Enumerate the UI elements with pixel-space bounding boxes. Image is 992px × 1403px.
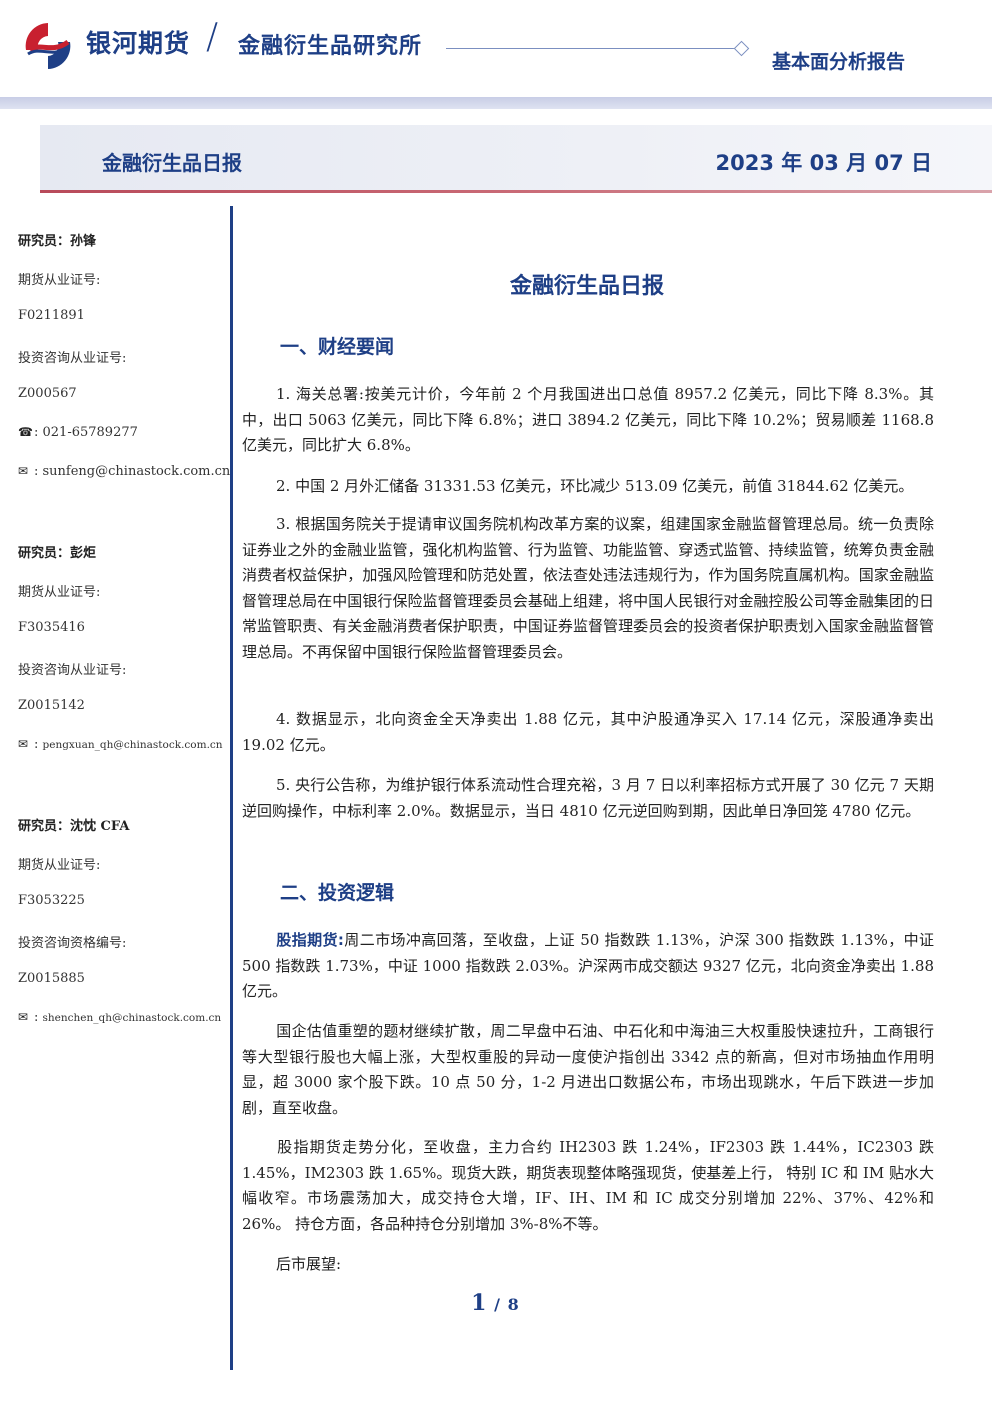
consult-license-number: Z000567	[18, 386, 77, 401]
brand-name: 银河期货	[86, 29, 191, 58]
email-icon: ✉	[18, 1010, 29, 1024]
news-item: 2. 中国 2 月外汇储备 31331.53 亿美元，环比减少 513.09 亿…	[276, 477, 914, 495]
sidebar-divider	[230, 206, 233, 1370]
email-row: ✉: shenchen_qh@chinastock.com.cn	[18, 1010, 222, 1025]
document-title: 金融衍生品日报	[509, 274, 664, 299]
logic-paragraph: 股指期货走势分化，至收盘，主力合约 IH2303 跌 1.24%，IF2303 …	[242, 1138, 934, 1233]
header-slash: /	[206, 16, 219, 57]
futures-license-label: 期货从业证号:	[18, 273, 101, 288]
phone-number: 021-65789277	[42, 425, 138, 440]
report-header: 银河期货 / 金融衍生品研究所 基本面分析报告	[0, 0, 992, 110]
section-heading-logic: 二、投资逻辑	[280, 882, 395, 904]
futures-license-number: F0211891	[18, 308, 85, 323]
futures-license-number: F3053225	[18, 893, 85, 908]
header-rule	[446, 48, 734, 49]
futures-license-label: 期货从业证号:	[18, 585, 101, 600]
consult-license-number: Z0015142	[18, 698, 85, 713]
report-type: 基本面分析报告	[772, 51, 906, 73]
news-item: 4. 数据显示，北向资金全天净卖出 1.88 亿元，其中沪股通净买入 17.14…	[242, 710, 934, 754]
phone-icon: ☎	[18, 425, 33, 439]
title-bar-date: 2023 年 03 月 07 日	[715, 151, 932, 175]
page-indicator: 1 / 8	[450, 1290, 540, 1316]
futures-license-label: 期货从业证号:	[18, 858, 101, 873]
logic-paragraph: 股指期货:周二市场冲高回落，至收盘，上证 50 指数跌 1.13%，沪深 300…	[242, 931, 934, 1001]
consult-license-label: 投资咨询从业证号:	[18, 351, 127, 366]
consult-license-label: 投资咨询资格编号:	[18, 936, 127, 951]
page-separator: /	[494, 1295, 500, 1314]
email-row: ✉: pengxuan_qh@chinastock.com.cn	[18, 737, 223, 752]
page-total: 8	[507, 1295, 519, 1314]
email-link[interactable]: sunfeng@chinastock.com.cn	[42, 464, 231, 479]
news-item: 3. 根据国务院关于提请审议国务院机构改革方案的议案，组建国家金融监督管理总局。…	[242, 515, 934, 661]
title-bar-name: 金融衍生品日报	[102, 151, 242, 175]
futures-license-number: F3035416	[18, 620, 85, 635]
outlook-label: 后市展望:	[276, 1255, 342, 1273]
email-icon: ✉	[18, 464, 29, 478]
news-item: 5. 央行公告称，为维护银行体系流动性合理充裕，3 月 7 日以利率招标方式开展…	[242, 776, 934, 820]
consult-license-number: Z0015885	[18, 971, 85, 986]
logic-paragraph: 国企估值重塑的题材继续扩散，周二早盘中石油、中石化和中海油三大权重股快速拉升，工…	[242, 1022, 934, 1117]
title-bar: 金融衍生品日报 2023 年 03 月 07 日	[40, 125, 992, 193]
page-current: 1	[471, 1290, 487, 1316]
title-bar-accent	[40, 190, 992, 193]
header-band	[0, 97, 992, 109]
diamond-icon	[733, 40, 750, 57]
analyst-name: 研究员：彭炬	[18, 546, 97, 561]
stock-index-futures-label: 股指期货:	[276, 931, 344, 949]
email-link[interactable]: pengxuan_qh@chinastock.com.cn	[42, 739, 223, 751]
phone-row: ☎: 021-65789277	[18, 425, 138, 440]
email-icon: ✉	[18, 737, 29, 751]
news-item: 1. 海关总署:按美元计价，今年前 2 个月我国进出口总值 8957.2 亿美元…	[242, 385, 934, 455]
analyst-name: 研究员：孙锋	[18, 234, 97, 249]
consult-license-label: 投资咨询从业证号:	[18, 663, 127, 678]
analyst-name: 研究员：沈忱 CFA	[18, 819, 130, 834]
email-link[interactable]: shenchen_qh@chinastock.com.cn	[42, 1012, 222, 1024]
section-heading-news: 一、财经要闻	[280, 336, 395, 358]
email-row: ✉: sunfeng@chinastock.com.cn	[18, 464, 231, 479]
institute-name: 金融衍生品研究所	[238, 34, 423, 59]
galaxy-logo-icon	[23, 21, 73, 71]
